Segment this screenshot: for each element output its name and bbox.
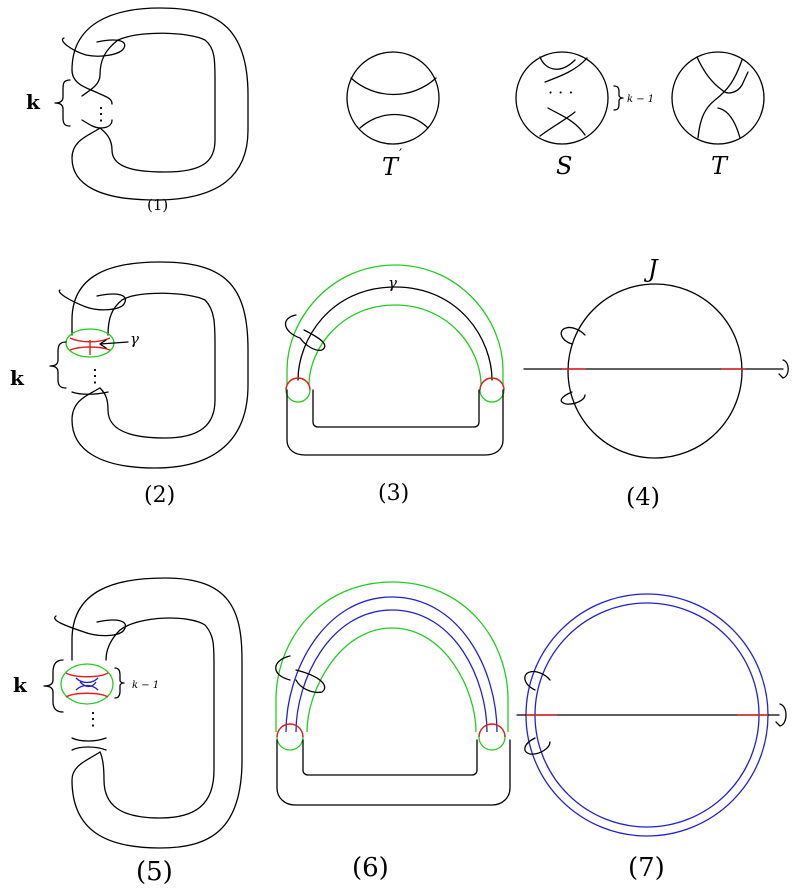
tangle-t-circle: [671, 51, 765, 145]
panel-1-crossing-bottom: [81, 119, 113, 129]
tangle-t-prime-lower-arc: [359, 113, 429, 129]
panel-3-outer-green-arc: [286, 264, 504, 385]
panel-2-outer-band: [71, 261, 249, 469]
tangle-s-circle: [515, 51, 609, 145]
panel-2-brace: [49, 341, 67, 389]
panel-1-meridian: [61, 37, 126, 57]
panel-5-top-strands: [71, 629, 121, 661]
panel-7-caption: (7): [628, 853, 665, 883]
panel-3-right-red-arc: [479, 377, 505, 391]
panel-5-caption: (5): [136, 857, 173, 887]
panel-5-blue-twists: [75, 677, 99, 691]
panel-3-core-arc: [297, 286, 493, 381]
panel-3-inner-green-arc: [308, 304, 482, 386]
panel-6-inner-green-arc: [306, 627, 477, 733]
panel-4-top-meridian: [560, 326, 586, 345]
panel-5: k − 1 ⋮ k (5): [13, 577, 243, 887]
panel-2-red-cross: [69, 337, 111, 355]
tangle-s-count: k − 1: [627, 94, 654, 105]
panel-5-inner-band: [99, 617, 215, 819]
panel-2-inner-band: [99, 292, 216, 439]
panel-5-dots: ⋮: [84, 709, 102, 730]
panel-3-caption: (3): [378, 481, 409, 506]
panel-4-rotation-arrow: [778, 359, 789, 379]
panel-1-outer-band: [71, 7, 249, 201]
tangle-s-bottom-strands: [539, 107, 586, 137]
panel-3-inner-band: [312, 389, 480, 428]
panel-3-gamma: γ: [388, 274, 397, 292]
panel-5-small-brace: [114, 667, 125, 699]
panel-5-red-bottom: [65, 692, 109, 698]
panel-1-inner-band: [99, 32, 216, 173]
panel-2-caption: (2): [144, 483, 175, 508]
panel-6-left-red-arc: [276, 723, 304, 738]
panel-6-outer-band: [276, 739, 511, 806]
panel-6-blue-arc-1: [285, 596, 498, 733]
panel-2: γ ⋮ k (2): [10, 261, 249, 508]
panel-4-j-label: J: [643, 255, 659, 283]
panel-7: (7): [516, 593, 787, 883]
tangle-t-prime-prime-mark: ′: [399, 147, 402, 163]
panel-3-left-red-arc: [285, 377, 311, 391]
panel-5-brace: [43, 659, 64, 713]
panel-5-count: k − 1: [132, 680, 159, 691]
panel-1-crossing-top: [71, 39, 119, 105]
panel-4: J (4): [523, 255, 789, 511]
panel-7-top-meridian: [524, 670, 551, 691]
panel-1-dots: ⋮: [92, 104, 110, 125]
panel-1-brace: [54, 79, 71, 127]
panel-2-k-label: k: [10, 366, 25, 390]
panel-7-bottom-meridian: [524, 737, 551, 755]
tangle-t-prime-upper-arc: [350, 77, 437, 96]
tangle-t-strand-c: [717, 107, 741, 139]
panel-3-meridian: [284, 314, 326, 351]
panel-1: ⋮ k (1): [26, 7, 249, 214]
panel-4-bottom-meridian: [560, 391, 586, 405]
panel-2-gamma: γ: [130, 330, 139, 348]
panel-2-bottom-crossing: [71, 391, 109, 395]
tangle-t: T: [671, 51, 765, 180]
panel-4-caption: (4): [626, 483, 660, 511]
tangle-t-prime-circle: [346, 51, 440, 145]
panel-7-rotation-arrow: [775, 703, 787, 727]
panel-5-green-circle: [60, 663, 114, 705]
panel-1-k-label: k: [26, 90, 41, 114]
panel-6-right-red-arc: [478, 723, 506, 738]
panel-2-meridian: [58, 289, 126, 311]
tangle-t-prime-label: T: [382, 153, 400, 181]
tangle-t-prime: T ′: [346, 51, 440, 181]
tangle-t-strand-b: [697, 59, 743, 139]
panel-4-circle-j: [567, 283, 743, 459]
tangle-s-top-strands: [539, 56, 588, 83]
panel-6-outer-green-arc: [275, 581, 509, 732]
tangle-s: · · · k − 1 S: [515, 51, 654, 180]
panel-6-inner-band: [302, 739, 478, 776]
panel-5-meridian: [54, 615, 126, 637]
tangle-s-brace: [613, 85, 624, 111]
panel-5-k-label: k: [13, 673, 28, 697]
tangle-s-label: S: [556, 152, 572, 180]
panel-6: (6): [275, 581, 511, 883]
tangle-t-strand-a: [696, 56, 749, 94]
panel-3: γ (3): [284, 264, 505, 506]
panel-3-outer-band: [286, 389, 504, 456]
panel-5-bottom-crossing: [71, 737, 107, 751]
panel-6-meridian: [275, 655, 326, 694]
panel-2-top-strands: [71, 299, 123, 336]
panel-5-outer-band: [71, 577, 243, 849]
tangle-t-label: T: [711, 152, 729, 180]
panel-6-caption: (6): [352, 853, 389, 883]
panel-2-dots: ⋮: [86, 366, 104, 387]
panel-1-caption: (1): [147, 196, 168, 214]
panel-5-red-top: [65, 672, 109, 678]
panel-6-blue-arc-2: [295, 609, 488, 733]
panel-2-gamma-arrow: [99, 339, 129, 349]
tangle-s-dots: · · ·: [548, 83, 573, 102]
